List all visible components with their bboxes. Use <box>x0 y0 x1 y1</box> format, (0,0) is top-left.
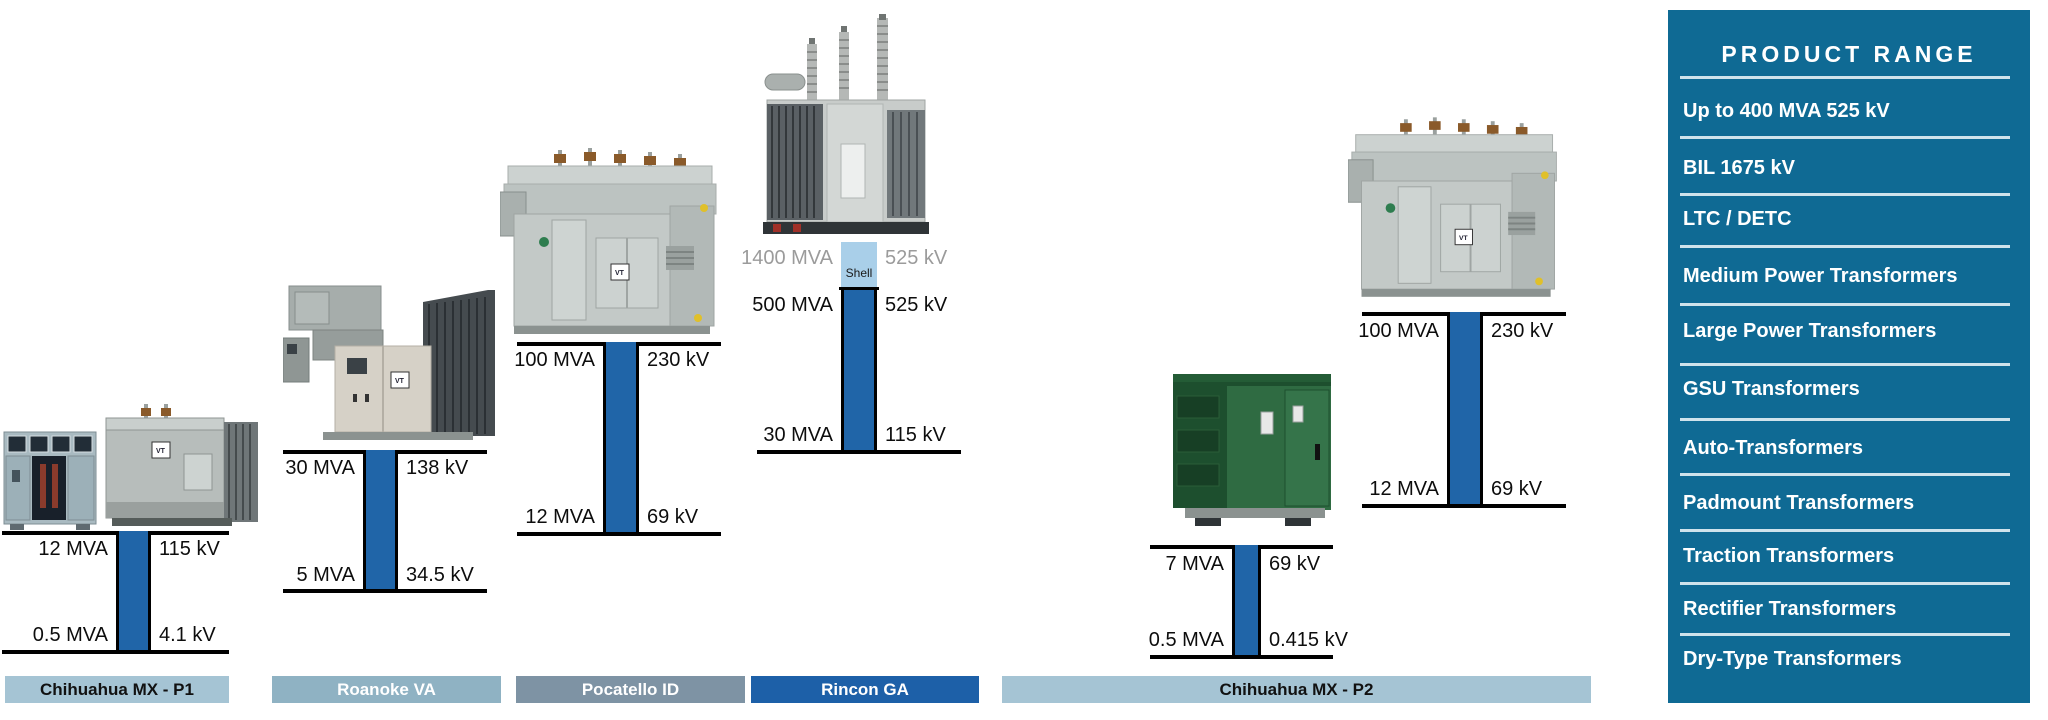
vt-logo: VT <box>615 270 625 277</box>
p2a-bottom-mva: 0.5 MVA <box>1148 629 1224 651</box>
product-range-item-6: Auto-Transformers <box>1683 437 1864 459</box>
pocatello-range-bar <box>603 342 639 536</box>
p2a-range-bar <box>1232 545 1261 659</box>
divider <box>1680 473 2010 476</box>
product-range-item-0: Up to 400 MVA 525 kV <box>1683 100 1890 122</box>
p2b-top-mva: 100 MVA <box>1358 320 1439 342</box>
plant-label-chihuahua-p2: Chihuahua MX - P2 <box>1002 676 1591 703</box>
p1-top-line <box>2 531 229 535</box>
p2b-bottom-line <box>1362 504 1566 508</box>
pocatello-top-kv: 230 kV <box>647 349 710 371</box>
rincon-bar-cap <box>839 287 879 290</box>
rincon-bottom-kv: 115 kV <box>885 424 946 446</box>
divider <box>1680 303 2010 306</box>
divider <box>1680 529 2010 532</box>
p2b-top-kv: 230 kV <box>1491 320 1554 342</box>
roanoke-transformer-photo: VT <box>283 285 495 440</box>
divider <box>1680 76 2010 79</box>
roanoke-bottom-line <box>283 589 487 593</box>
roanoke-bottom-mva: 5 MVA <box>296 564 355 586</box>
p1-top-mva: 12 MVA <box>38 538 108 560</box>
roanoke-bottom-kv: 34.5 kV <box>406 564 474 586</box>
rincon-transformer-photo <box>763 14 929 234</box>
pocatello-top-mva: 100 MVA <box>514 349 595 371</box>
rincon-top-kv: 525 kV <box>885 294 948 316</box>
p2b-range-bar <box>1447 312 1483 508</box>
rincon-bottom-line <box>757 450 961 454</box>
roanoke-top-mva: 30 MVA <box>285 457 355 479</box>
vt-logo: VT <box>1459 235 1469 242</box>
divider <box>1680 418 2010 421</box>
plant-label-roanoke: Roanoke VA <box>272 676 501 703</box>
rincon-shell-bar <box>841 242 877 287</box>
pocatello-transformer-photo: VT <box>500 148 717 334</box>
small-transformer-photo: VT <box>105 404 258 526</box>
vt-logo: VT <box>395 378 405 385</box>
rincon-shell-tag: Shell <box>845 266 873 280</box>
p2a-bottom-line <box>1150 655 1333 659</box>
padmount-transformer-photo <box>1173 374 1331 526</box>
product-range-item-8: Traction Transformers <box>1683 545 1895 567</box>
product-range-item-1: BIL 1675 kV <box>1683 157 1795 179</box>
divider <box>1680 245 2010 248</box>
p1-range-bar <box>116 531 151 654</box>
p2b-bottom-mva: 12 MVA <box>1369 478 1439 500</box>
divider <box>1680 193 2010 196</box>
p2b-bottom-kv: 69 kV <box>1491 478 1543 500</box>
pocatello-bottom-line <box>517 532 721 536</box>
product-range-item-4: Large Power Transformers <box>1683 320 1937 342</box>
product-range-item-3: Medium Power Transformers <box>1683 265 1958 287</box>
p1-bottom-line <box>2 650 229 654</box>
switchgear-cabinet-photo <box>3 431 97 530</box>
p1-bottom-kv: 4.1 kV <box>159 624 216 646</box>
rincon-shell-kv: 525 kV <box>885 247 948 269</box>
p2a-top-mva: 7 MVA <box>1165 553 1224 575</box>
divider <box>1680 633 2010 636</box>
product-range-item-10: Dry-Type Transformers <box>1683 648 1902 670</box>
p1-bottom-mva: 0.5 MVA <box>32 624 108 646</box>
p2a-bottom-kv: 0.415 kV <box>1269 629 1348 651</box>
product-range-title: PRODUCT RANGE <box>1721 41 1977 67</box>
roanoke-top-kv: 138 kV <box>406 457 469 479</box>
pocatello-bottom-mva: 12 MVA <box>525 506 595 528</box>
plant-label-chihuahua-p1: Chihuahua MX - P1 <box>5 676 229 703</box>
rincon-range-bar <box>841 290 877 454</box>
product-range-item-7: Padmount Transformers <box>1683 492 1915 514</box>
p2a-top-kv: 69 kV <box>1269 553 1321 575</box>
plant-label-rincon: Rincon GA <box>751 676 979 703</box>
product-range-item-5: GSU Transformers <box>1683 378 1860 400</box>
roanoke-range-bar <box>363 450 398 593</box>
rincon-shell-mva: 1400 MVA <box>741 247 833 269</box>
divider <box>1680 363 2010 366</box>
p1-top-kv: 115 kV <box>159 538 220 560</box>
rincon-bottom-mva: 30 MVA <box>763 424 833 446</box>
rincon-top-mva: 500 MVA <box>752 294 833 316</box>
product-range-item-2: LTC / DETC <box>1683 208 1792 230</box>
pocatello-bottom-kv: 69 kV <box>647 506 699 528</box>
plant-label-pocatello: Pocatello ID <box>516 676 745 703</box>
product-range-item-9: Rectifier Transformers <box>1683 598 1897 620</box>
vt-logo: VT <box>156 448 166 455</box>
p2-large-transformer-photo: VT <box>1348 117 1557 297</box>
divider <box>1680 582 2010 585</box>
divider <box>1680 136 2010 139</box>
product-range-panel: PRODUCT RANGE Up to 400 MVA 525 kV BIL 1… <box>1668 10 2030 703</box>
